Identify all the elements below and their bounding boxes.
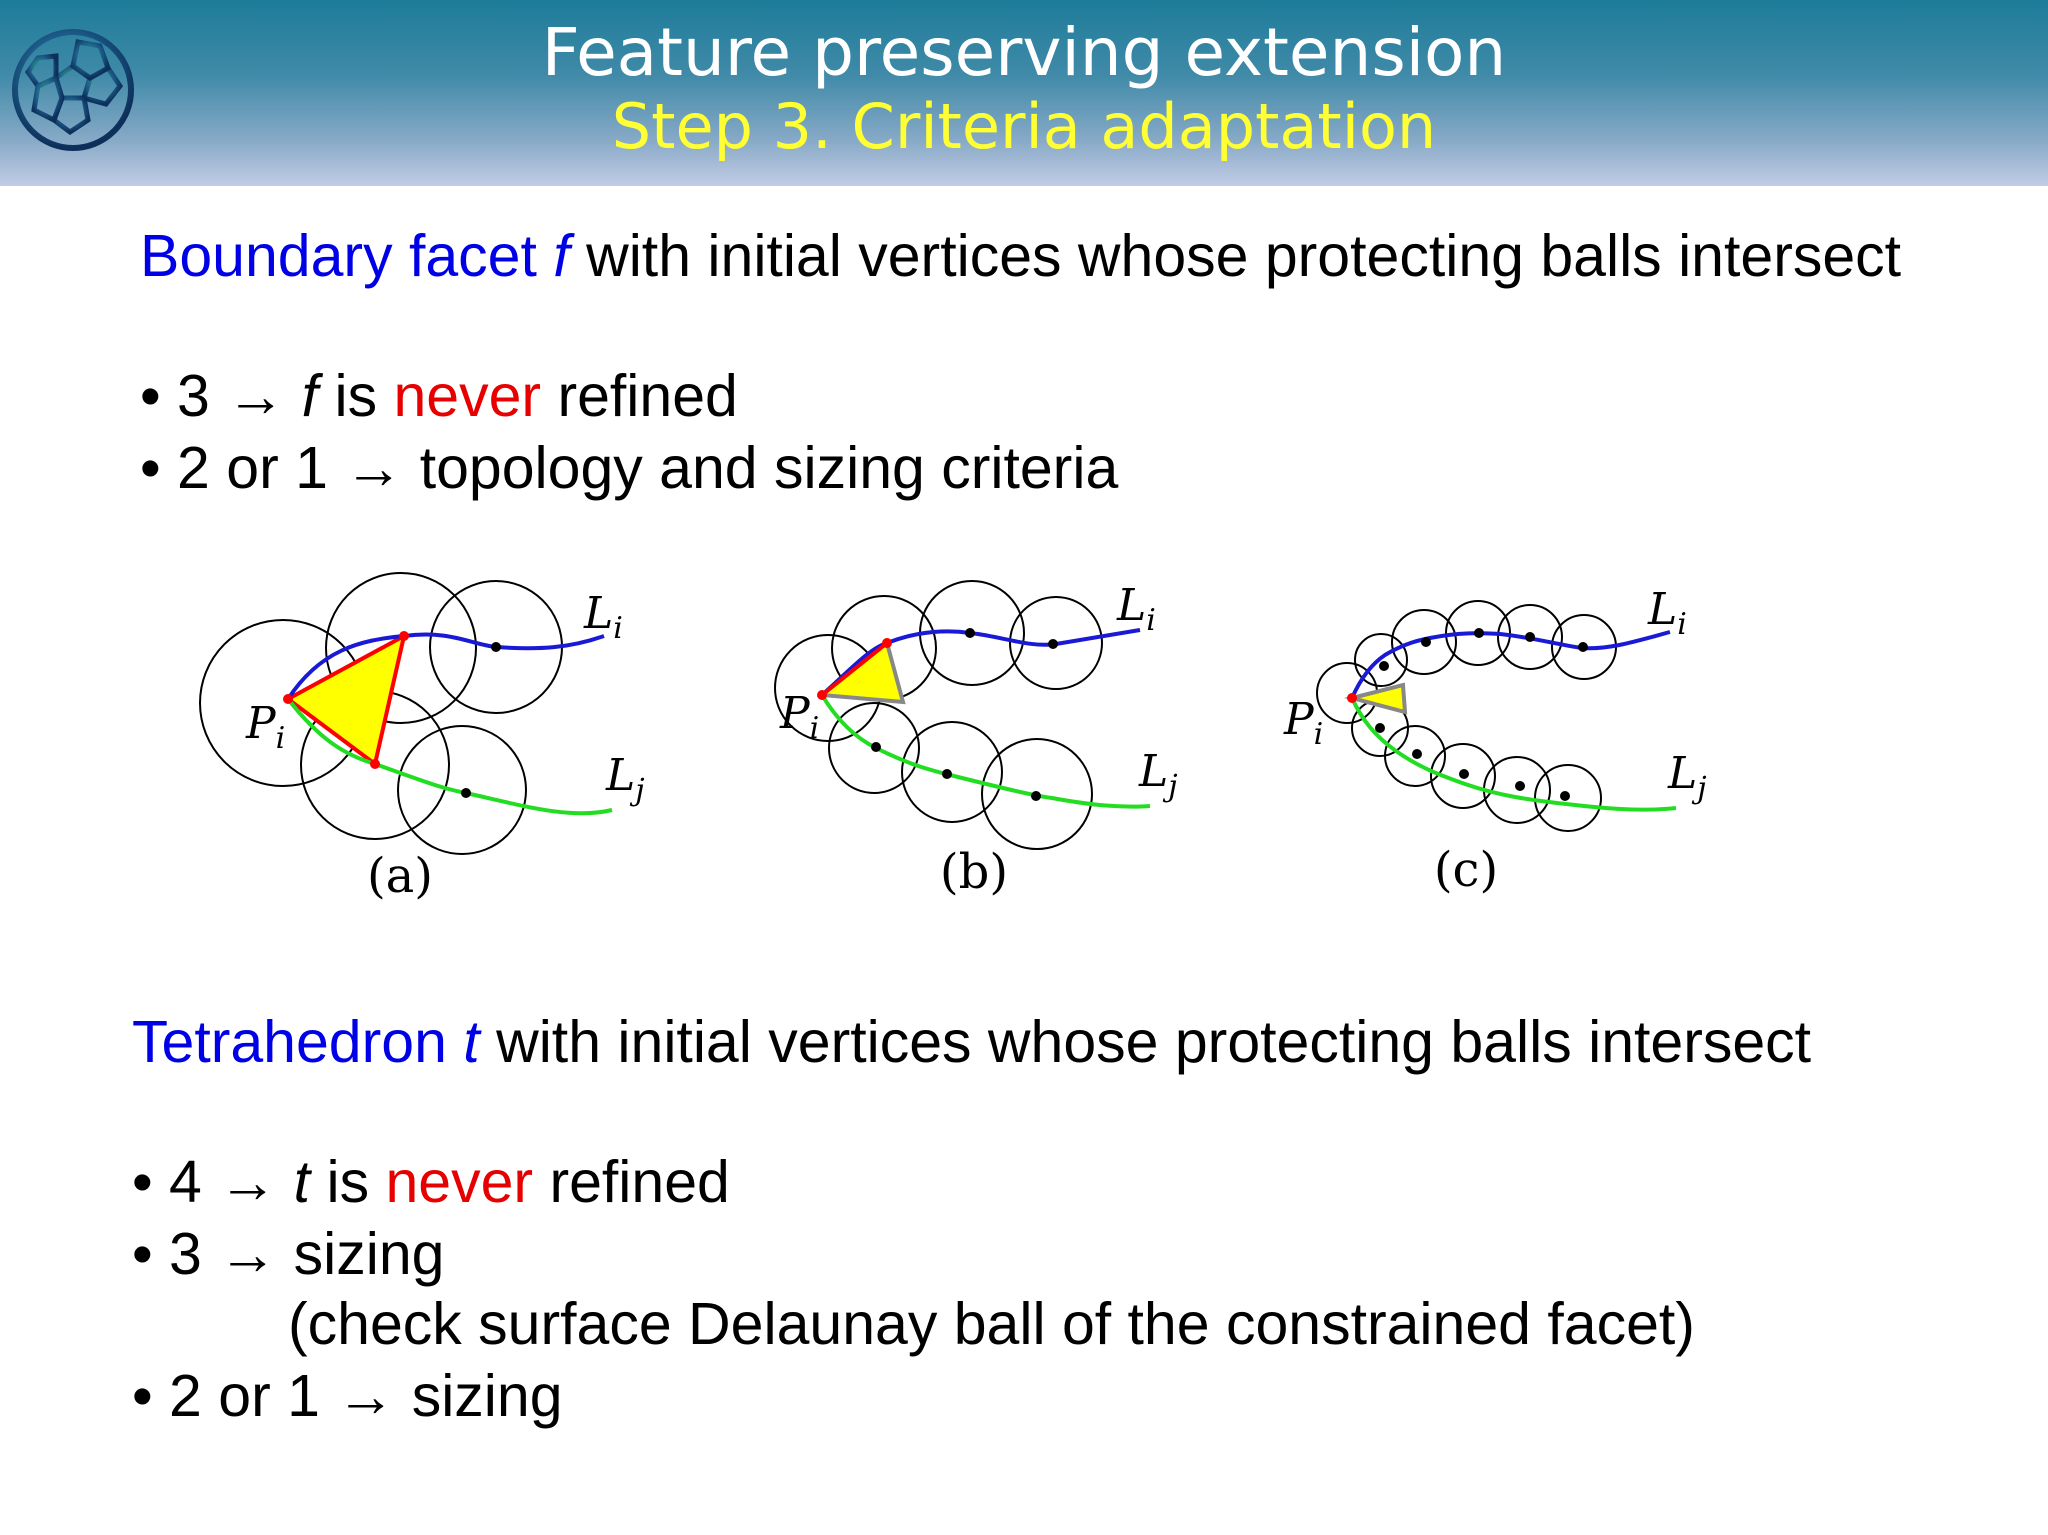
protecting-ball <box>1497 604 1563 670</box>
panel-c <box>1316 600 1617 832</box>
bullet-suffix: refined <box>533 1149 730 1215</box>
sample-point <box>1375 723 1385 733</box>
boundary-facet-triangle <box>816 639 906 705</box>
header-banner: Feature preserving extension Step 3. Cri… <box>0 0 2048 186</box>
panel-b <box>774 580 1103 850</box>
panel-c-points <box>1347 628 1588 801</box>
bullet-mid: is <box>310 1149 386 1215</box>
slide-subtitle: Step 3. Criteria adaptation <box>611 90 1437 163</box>
section2-bullet-1: • 4 → t is never refined <box>132 1148 730 1216</box>
fullerene-logo-icon <box>12 29 134 151</box>
bullet-emphasis: never <box>385 1149 534 1215</box>
sample-point <box>1459 769 1469 779</box>
caption-c: (c) <box>1434 842 1498 898</box>
bullet-prefix: • 4 → <box>132 1149 294 1215</box>
curve-lj <box>286 697 613 816</box>
bullet-var: t <box>293 1149 311 1215</box>
protecting-ball <box>325 572 477 724</box>
label-lj: Lj <box>605 750 645 808</box>
protecting-ball <box>1354 633 1408 687</box>
protecting-ball <box>1391 609 1457 675</box>
label-pi: Pi <box>779 688 819 746</box>
section1-heading-var: f <box>553 223 570 289</box>
panel-b-points <box>817 628 1058 801</box>
section2-bullet-2-detail: (check surface Delaunay ball of the cons… <box>288 1291 1695 1357</box>
protecting-ball <box>1384 725 1446 787</box>
boundary-facet-triangle <box>284 632 407 768</box>
protecting-ball <box>828 702 920 794</box>
vertex-pi <box>817 690 827 700</box>
sample-point <box>942 769 952 779</box>
vertex-pi <box>1347 693 1357 703</box>
sample-point <box>1412 749 1422 759</box>
sample-point <box>871 742 881 752</box>
protecting-ball <box>1534 764 1602 832</box>
section2-heading-term: Tetrahedron <box>132 1009 447 1075</box>
section1-bullet-1: • 3 → f is never refined <box>140 362 738 430</box>
protecting-ball <box>1445 600 1511 666</box>
protecting-ball <box>1430 743 1496 809</box>
sample-point <box>965 628 975 638</box>
protecting-ball <box>981 738 1093 850</box>
vertex <box>370 759 380 769</box>
bullet-mid: is <box>318 363 394 429</box>
sample-point <box>461 788 471 798</box>
sample-point <box>1379 661 1389 671</box>
panel-a-points <box>283 631 501 798</box>
slide-title: Feature preserving extension <box>541 14 1507 91</box>
caption-a: (a) <box>367 848 433 904</box>
sample-point <box>1421 637 1431 647</box>
vertex <box>882 638 892 648</box>
sample-point <box>1578 642 1588 652</box>
section2-bullet-3: • 2 or 1 → sizing <box>132 1363 563 1429</box>
sample-point <box>491 642 501 652</box>
bullet-suffix: refined <box>541 363 738 429</box>
label-pi: Pi <box>245 698 285 756</box>
protecting-balls-diagram: Li Lj Pi (a) Li Lj Pi (b) <box>199 572 1707 904</box>
vertex-pi <box>283 694 293 704</box>
bullet-emphasis: never <box>393 363 542 429</box>
label-li: Li <box>583 588 623 646</box>
label-lj: Lj <box>1667 748 1707 806</box>
label-li: Li <box>1116 580 1156 638</box>
bullet-prefix: • 3 → <box>140 363 302 429</box>
panel-a <box>199 572 563 855</box>
protecting-ball <box>901 721 1003 823</box>
section1-heading-term: Boundary facet <box>140 223 537 289</box>
sample-point <box>1525 632 1535 642</box>
section1-heading: Boundary facet f with initial vertices w… <box>140 222 1901 290</box>
curve-li <box>286 632 605 701</box>
sample-point <box>1515 781 1525 791</box>
sample-point <box>1560 791 1570 801</box>
curve-lj <box>820 693 1151 809</box>
label-pi: Pi <box>1283 694 1323 752</box>
sample-point <box>1031 791 1041 801</box>
section2-heading-var: t <box>463 1009 480 1075</box>
section1-heading-rest: with initial vertices whose protecting b… <box>569 223 1902 289</box>
caption-b: (b) <box>940 844 1008 900</box>
sample-point <box>1474 628 1484 638</box>
label-lj: Lj <box>1138 746 1178 804</box>
section2-heading: Tetrahedron t with initial vertices whos… <box>132 1008 1811 1076</box>
section2-heading-rest: with initial vertices whose protecting b… <box>479 1009 1812 1075</box>
facet-edge <box>820 641 889 697</box>
section2-bullet-2: • 3 → sizing <box>132 1221 445 1287</box>
section1-bullet-2: • 2 or 1 → topology and sizing criteria <box>140 435 1119 501</box>
vertex <box>399 631 409 641</box>
label-li: Li <box>1647 584 1687 642</box>
bullet-var: f <box>301 363 319 429</box>
boundary-facet-triangle <box>1344 682 1408 715</box>
protecting-ball <box>397 725 527 855</box>
protecting-ball <box>1009 596 1103 690</box>
sample-point <box>1048 639 1058 649</box>
curve-lj <box>1350 697 1677 812</box>
